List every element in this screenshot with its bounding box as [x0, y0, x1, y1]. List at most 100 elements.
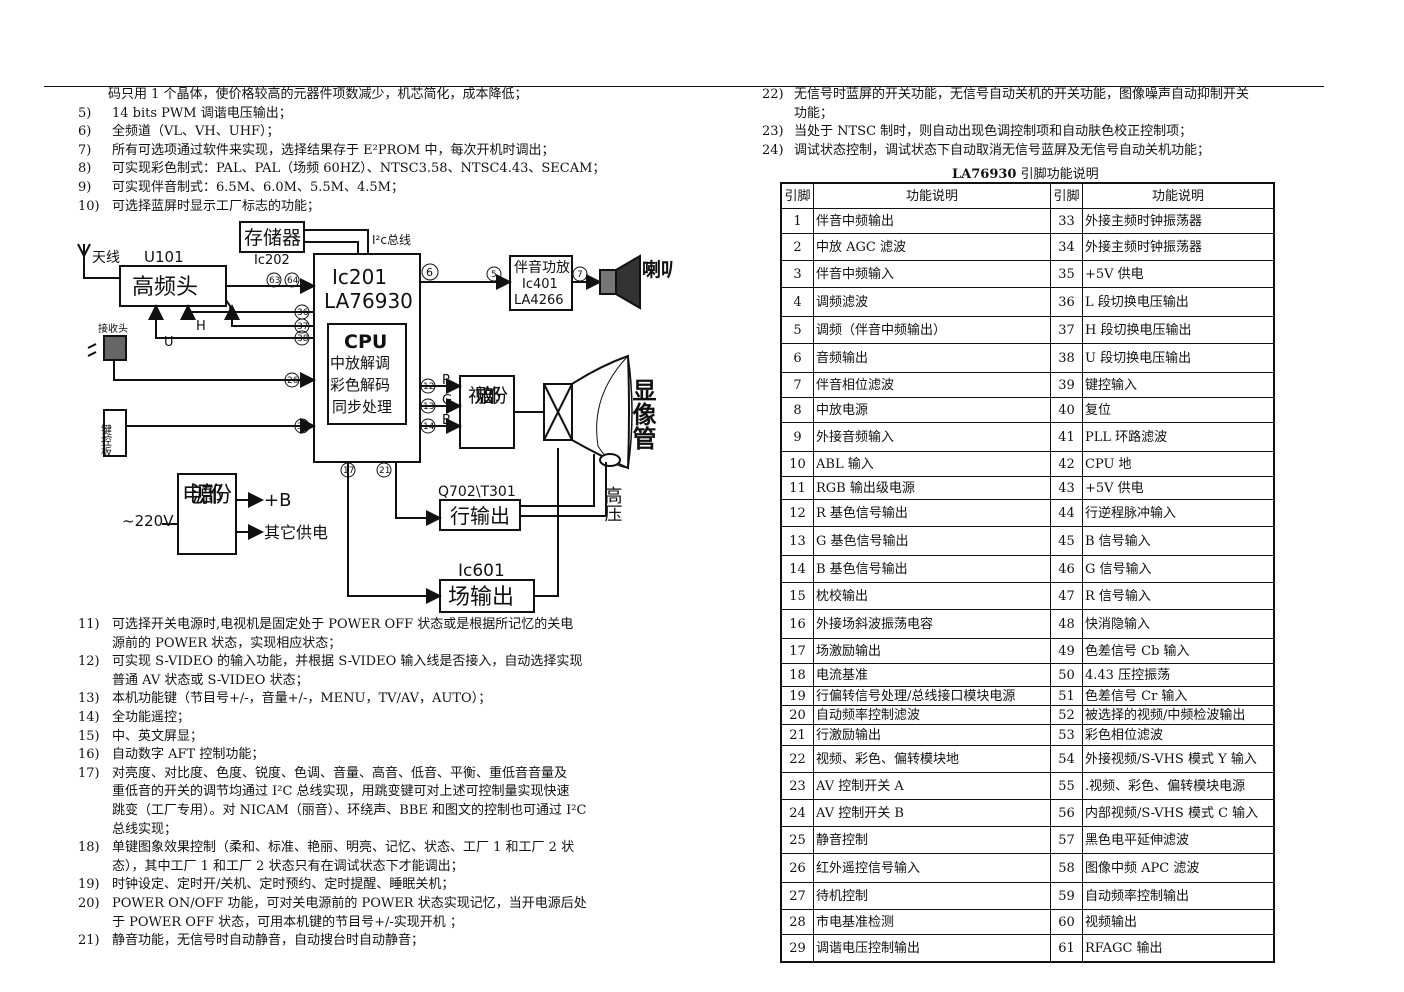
pin-26: 26: [287, 376, 299, 386]
pin-function-cell: 中放电源: [813, 397, 1051, 423]
pin-number-cell: 16: [780, 609, 814, 639]
item-text: 14 bits PWM 调谐电压输出；: [112, 105, 292, 121]
item-text: 自动数字 AFT 控制功能；: [112, 747, 265, 763]
table-header-row: 引脚 功能说明 引脚 功能说明: [780, 182, 1275, 209]
other-supply-label: 其它供电: [264, 523, 328, 542]
pin-number-cell: 54: [1050, 745, 1083, 773]
pin-number-cell: 48: [1050, 609, 1083, 639]
pin-function-cell: 调频滤波: [813, 287, 1051, 317]
pin-function-cell: 快消隐输入: [1082, 609, 1275, 639]
key-panel-box: [103, 409, 127, 457]
item-text: 全功能遥控；: [112, 709, 191, 725]
pin-function-cell: U 段切换电压输出: [1082, 343, 1275, 373]
pin-function-cell: AV 控制开关 B: [813, 799, 1051, 827]
item-number: 24): [762, 142, 784, 158]
pin-64: 64: [287, 276, 299, 286]
pin-number-cell: 10: [780, 451, 814, 477]
item-number: 10): [78, 198, 100, 214]
pin-number-cell: 60: [1050, 909, 1083, 935]
list-item: 24)调试状态控制，调试状态下自动取消无信号蓝屏及无信号自动关机功能；: [762, 142, 1332, 161]
pin-number-cell: 58: [1050, 853, 1083, 883]
item-continuation: 总线实现；: [112, 821, 178, 837]
list-item: 11)可选择开关电源时,电视机是固定处于 POWER OFF 状态或是根据所记忆…: [78, 616, 648, 653]
pin-12: 12: [423, 382, 434, 392]
power-box: [177, 473, 237, 555]
pin-number-cell: 47: [1050, 582, 1083, 610]
pin-number-cell: 18: [780, 663, 814, 687]
sig-r: R: [442, 373, 451, 388]
item-number: 18): [78, 840, 100, 856]
pin-number-cell: 44: [1050, 499, 1083, 527]
pin-number-cell: 2: [780, 233, 814, 261]
list-item: 13)本机功能键（节目号+/-，音量+/-，MENU，TV/AV，AUTO）；: [78, 690, 648, 709]
speaker-icon: [599, 269, 617, 295]
list-item: 23)当处于 NTSC 制时，则自动出现色调控制项和自动肤色校正控制项；: [762, 123, 1332, 142]
header-func-right: 功能说明: [1082, 182, 1275, 209]
list-item: 22)无信号时蓝屏的开关功能，无信号自动关机的开关功能，图像噪声自动抑制开关功能…: [762, 86, 1332, 123]
list-item: 19)时钟设定、定时开/关机、定时预约、定时提醒、睡眠关机；: [78, 876, 648, 895]
item-number: 20): [78, 895, 100, 911]
pin-function-cell: 键控输入: [1082, 372, 1275, 398]
pin-number-cell: 37: [1050, 316, 1083, 344]
item-text: 可选择开关电源时,电视机是固定处于 POWER OFF 状态或是根据所记忆的关电: [112, 617, 574, 632]
receiver-label: 接收头: [98, 322, 128, 335]
pin-function-cell: B 基色信号输出: [813, 555, 1051, 583]
item-number: 7): [78, 142, 92, 158]
pin-number-cell: 4: [780, 287, 814, 317]
list-item: 12)可实现 S-VIDEO 的输入功能，并根据 S-VIDEO 输入线是否接入…: [78, 653, 648, 690]
pin-number-cell: 20: [780, 705, 814, 725]
item-continuation: 态），其中工厂 1 和工厂 2 状态只有在调试状态下才能调出；: [112, 858, 464, 874]
pin-function-cell: 行激励输出: [813, 724, 1051, 746]
pin-function-cell: 外接场斜波振荡电容: [813, 609, 1051, 639]
pin-function-cell: AV 控制开关 A: [813, 772, 1051, 800]
cpu-label: CPU: [344, 331, 387, 353]
item-text: 全频道（VL、VH、UHF）；: [112, 124, 280, 140]
key-panel-label: 键控板: [100, 423, 113, 458]
item-number: 14): [78, 709, 100, 725]
left-text-bottom: 11)可选择开关电源时,电视机是固定处于 POWER OFF 状态或是根据所记忆…: [78, 616, 648, 951]
list-item: 6) 全频道（VL、VH、UHF）；: [78, 123, 638, 142]
cpu-line1: 中放解调: [330, 354, 390, 372]
pin-function-cell: 市电基准检测: [813, 909, 1051, 935]
item-number: 21): [78, 933, 100, 949]
pin-function-cell: 复位: [1082, 397, 1275, 423]
antenna-icon: [77, 243, 120, 279]
pin-number-cell: 50: [1050, 663, 1083, 687]
pin-function-cell: 图像中频 APC 滤波: [1082, 853, 1275, 883]
pin-number-cell: 12: [780, 499, 814, 527]
pin-7: 7: [577, 270, 583, 280]
ic601-label: Ic601: [458, 561, 505, 581]
item-continuation: 源前的 POWER 状态，实现相应状态；: [112, 635, 342, 651]
item-number: 23): [762, 124, 784, 140]
pin-function-cell: 红外遥控信号输入: [813, 853, 1051, 883]
block-diagram: 天线 U101 高频头 存储器 Ic202 I²c总线 Ic201 LA7693…: [77, 221, 674, 613]
pin-number-cell: 29: [780, 934, 814, 963]
ic202-label: Ic202: [254, 253, 290, 268]
item-text: 所有可选项通过软件来实现，选择结果存于 E²PROM 中，每次开机时调出；: [112, 142, 555, 158]
list-item: 15)中、英文屏显；: [78, 728, 648, 747]
pin-function-cell: CPU 地: [1082, 451, 1275, 477]
item-text: 可实现彩色制式：PAL、PAL（场频 60HZ）、NTSC3.58、NTSC4.…: [112, 161, 606, 177]
pin-function-cell: 场激励输出: [813, 638, 1051, 664]
pin-38: 38: [297, 334, 309, 344]
video-amp-label: 视放部份: [468, 385, 508, 407]
sig-g: G: [442, 393, 452, 408]
item-text: 可实现伴音制式：6.5M、6.0M、5.5M、4.5M；: [112, 179, 404, 195]
pin-number-cell: 40: [1050, 397, 1083, 423]
pin-number-cell: 46: [1050, 555, 1083, 583]
pin-number-cell: 28: [780, 909, 814, 935]
list-item: 10)可选择蓝屏时显示工厂标志的功能；: [78, 198, 638, 217]
pin-function-cell: R 信号输入: [1082, 582, 1275, 610]
pin-function-cell: +5V 供电: [1082, 260, 1275, 288]
item-number: 6): [78, 124, 92, 140]
